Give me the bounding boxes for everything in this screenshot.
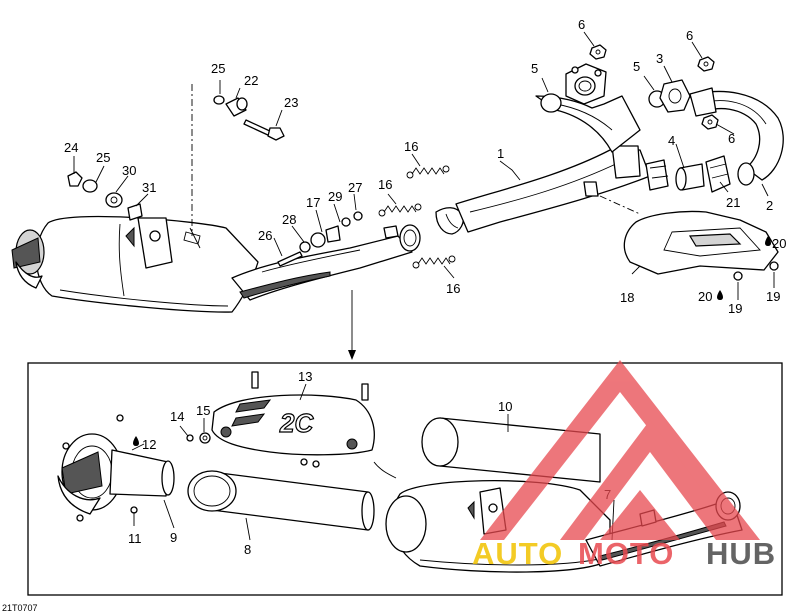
callout-16: 16 [446,281,460,296]
callout-30: 30 [122,163,136,178]
callout-2: 2 [766,198,773,213]
clamp [705,155,731,193]
callout-6: 6 [686,28,693,43]
callout-15: 15 [196,403,210,418]
callout-21: 21 [726,195,740,210]
packing-sleeve [187,470,375,531]
callout-6: 6 [728,131,735,146]
screw [116,414,124,422]
callout-26: 26 [258,228,272,243]
screw [62,442,70,450]
callout-27: 27 [348,180,362,195]
callout-8: 8 [244,542,251,557]
exhaust-flange [659,79,691,113]
callout-25: 25 [211,61,225,76]
callout-17: 17 [306,195,320,210]
callout-25: 25 [96,150,110,165]
watermark-hub: HUB [706,536,776,571]
callout-23: 23 [284,95,298,110]
header-pipe-rear [689,87,784,186]
callout-16: 16 [378,177,392,192]
drop-icon [765,236,771,246]
drop-icon [133,436,139,446]
nut [353,211,363,221]
callout-20: 20 [698,289,712,304]
callout-31: 31 [142,180,156,195]
sleeve [675,163,705,191]
muffler [11,215,259,313]
callout-20: 20 [772,236,786,251]
spring [412,255,456,269]
leader-lines [73,31,775,541]
callout-5: 5 [531,61,538,76]
bolt [243,119,285,141]
callout-9: 9 [170,530,177,545]
callout-14: 14 [170,409,184,424]
callout-19: 19 [766,289,780,304]
washer [82,179,98,193]
washer [299,241,311,253]
callout-11: 11 [128,531,142,546]
screw [76,514,84,522]
callout-labels: 1 2 3 4 5 5 6 6 6 7 8 9 10 11 12 13 14 1… [64,17,786,557]
callout-12: 12 [142,437,156,452]
callout-24: 24 [64,140,78,155]
callout-28: 28 [282,212,296,227]
gasket [540,93,562,113]
heat-shield [623,210,779,275]
drop-icon [717,290,723,300]
callout-13: 13 [298,369,312,384]
main-assembly [11,44,784,360]
washer [199,432,211,444]
callout-3: 3 [656,51,663,66]
bolt [277,251,303,267]
svg-text:2C: 2C [279,408,314,438]
watermark-logo [480,360,760,540]
slip-joint [435,207,464,235]
flange-nut [701,114,719,130]
watermark-moto: MOTO [578,536,674,571]
callout-4: 4 [668,133,675,148]
nut [67,171,83,187]
screw [300,458,308,466]
grommet [105,192,123,208]
screw [361,383,369,401]
callout-22: 22 [244,73,258,88]
callout-29: 29 [328,189,342,204]
spacer [127,203,143,221]
callout-16: 16 [404,139,418,154]
callout-5: 5 [633,59,640,74]
callout-19: 19 [728,301,742,316]
callout-1: 1 [497,146,504,161]
spacer [225,97,248,117]
flange-nut [697,56,715,72]
muffler-heat-shield: 2C [211,394,375,456]
spring [406,165,450,179]
end-cap [57,433,175,515]
watermark-auto: AUTO [472,536,563,571]
screw [312,460,320,468]
mid-pipe [231,224,421,301]
spring [378,203,422,217]
callout-10: 10 [498,399,512,414]
watermark-text: AUTO MOTO HUB [472,536,776,571]
callout-6: 6 [578,17,585,32]
reference-code: 21T0707 [2,603,38,613]
flange-nut [589,44,607,60]
exhaust-flange [565,63,607,105]
washer [341,217,351,227]
screw [251,371,259,389]
nut [186,434,194,442]
spacer [325,225,341,243]
screw [733,271,743,281]
grommet [310,232,326,248]
screw [769,261,779,271]
coupler [645,159,669,191]
header-pipe [455,95,651,233]
callout-18: 18 [620,290,634,305]
washer [213,95,225,105]
